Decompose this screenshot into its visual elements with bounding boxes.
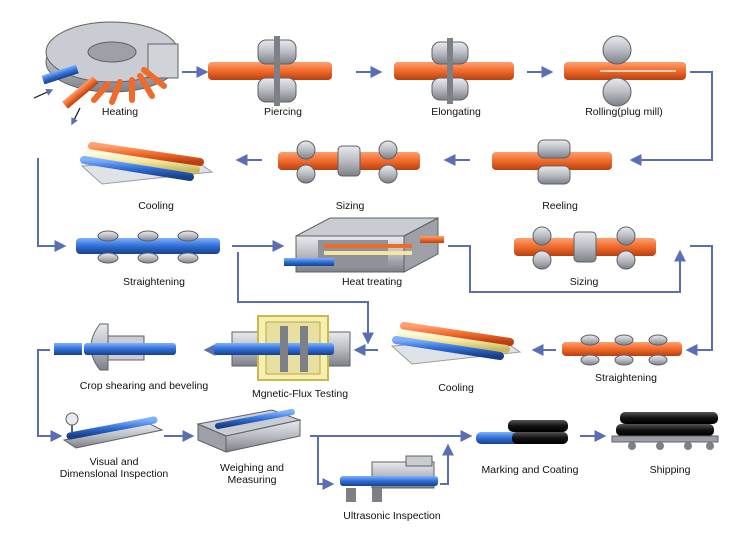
label-ultrasonic: Ultrasonic Inspection — [343, 510, 441, 522]
reeling-mill — [492, 139, 612, 185]
piercing-mill — [208, 36, 332, 106]
straightening-machine-1 — [76, 230, 220, 264]
label-straightening-2: Straightening — [595, 372, 657, 384]
label-flux-testing: Mgnetic-Flux Testing — [251, 388, 349, 400]
marking-and-coating — [476, 420, 568, 444]
heat-treating-furnace — [284, 217, 444, 273]
elongating-mill — [394, 38, 514, 104]
weighing-machine — [196, 409, 302, 453]
arrow-to-ultrasonic — [317, 436, 335, 490]
label-reeling: Reeling — [542, 200, 578, 212]
sizing-mill-2 — [514, 226, 656, 270]
arrow-cooling-to-straightening — [37, 158, 67, 252]
label-heating: Heating — [101, 106, 139, 118]
label-shipping: Shipping — [649, 464, 691, 476]
shipping-cart — [611, 412, 719, 450]
crop-shearing-machine — [54, 323, 176, 371]
cooling-bed-2 — [390, 322, 522, 365]
label-straightening-1: Straightening — [123, 276, 185, 288]
label-rolling: Rolling(plug mill) — [585, 106, 663, 118]
heating-furnace — [33, 21, 179, 126]
cooling-bed-1 — [80, 142, 214, 185]
label-visual-inspection: Visual and Dimenslonal Inspection — [59, 456, 169, 480]
arrow-crop-shearing-to-visual — [37, 349, 63, 442]
label-heat-treating: Heat treating — [341, 276, 403, 288]
label-piercing: Piercing — [264, 106, 302, 118]
magnetic-flux-tester — [214, 315, 351, 381]
label-elongating: Elongating — [431, 106, 481, 118]
arrow-rolling-to-reeling — [629, 71, 713, 166]
label-sizing-2: Sizing — [569, 276, 599, 288]
label-marking: Marking and Coating — [481, 464, 579, 476]
straightening-machine-2 — [562, 334, 682, 366]
arrow-flux-testing-branch — [237, 252, 374, 345]
arrow-heat-treating-to-sizing — [448, 245, 686, 293]
label-sizing-1: Sizing — [335, 200, 365, 212]
arrow-sizing-to-straightening — [685, 245, 713, 356]
label-cooling-2: Cooling — [438, 382, 474, 394]
rolling-plug-mill — [564, 35, 686, 107]
label-weighing: Weighing and Measuring — [219, 462, 285, 486]
sizing-mill-1 — [278, 140, 420, 184]
label-cooling-1: Cooling — [138, 200, 174, 212]
label-crop-shearing: Crop shearing and beveling — [79, 380, 209, 392]
visual-inspection-table — [62, 412, 164, 449]
ultrasonic-tester — [340, 455, 438, 502]
arrow-ultrasonic-to-marking — [440, 443, 454, 485]
